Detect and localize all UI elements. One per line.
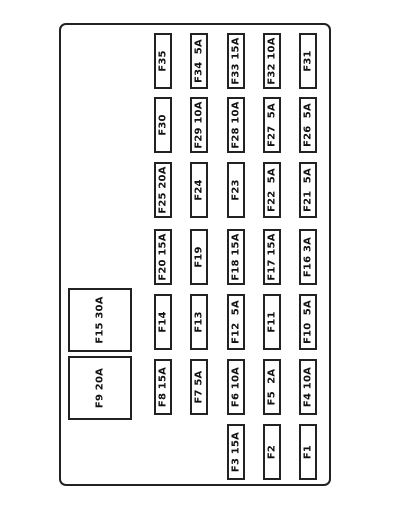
fuse: F20 15A	[154, 229, 172, 285]
fuse: F22 5A	[263, 162, 281, 218]
fuse-label: F21 5A	[302, 168, 314, 212]
fuse: F7 5A	[190, 359, 208, 415]
fuse-label: F1	[302, 444, 314, 460]
fuse: F19	[190, 229, 208, 285]
fuse: F6 10A	[227, 359, 245, 415]
fuse: F11	[263, 294, 281, 350]
fuse: F23	[227, 162, 245, 218]
fuse: F2	[263, 424, 281, 480]
fuse-label: F33 15A	[230, 37, 242, 85]
fuse-label: F23	[230, 179, 242, 201]
fuse: F16 3A	[299, 229, 317, 285]
fuse: F32 10A	[263, 33, 281, 89]
fuse-label: F13	[193, 311, 205, 333]
fuse: F14	[154, 294, 172, 350]
fuse-label: F14	[157, 311, 169, 333]
fuse-label: F16 3A	[302, 236, 314, 278]
fuse: F5 2A	[263, 359, 281, 415]
fuse: F24	[190, 162, 208, 218]
fuse: F26 5A	[299, 97, 317, 153]
fuse-label: F24	[193, 179, 205, 201]
fuse-label: F34 5A	[193, 39, 205, 83]
fuse: F33 15A	[227, 33, 245, 89]
fuse-label: F30	[157, 114, 169, 136]
fuse-label: F20 15A	[157, 233, 169, 281]
fuse: F4 10A	[299, 359, 317, 415]
fuse: F30	[154, 97, 172, 153]
fuse: F27 5A	[263, 97, 281, 153]
fuse: F1	[299, 424, 317, 480]
fuse: F21 5A	[299, 162, 317, 218]
fuse: F29 10A	[190, 97, 208, 153]
fuse: F18 15A	[227, 229, 245, 285]
fuse-label: F28 10A	[230, 101, 242, 149]
fuse-label: F25 20A	[157, 166, 169, 214]
fuse-label: F15 30A	[94, 296, 106, 344]
fuse-label: F22 5A	[266, 168, 278, 212]
fuse-label: F32 10A	[266, 37, 278, 85]
fuse: F31	[299, 33, 317, 89]
fuse: F34 5A	[190, 33, 208, 89]
fuse-label: F29 10A	[193, 101, 205, 149]
fuse: F25 20A	[154, 162, 172, 218]
fuse-label: F19	[193, 246, 205, 268]
fuse-label: F10 5A	[302, 300, 314, 344]
fuse-label: F18 15A	[230, 233, 242, 281]
fuse-label: F2	[266, 444, 278, 460]
fuse-label: F12 5A	[230, 300, 242, 344]
fuse-label: F3 15A	[230, 431, 242, 473]
fuse: F12 5A	[227, 294, 245, 350]
fuse-label: F17 15A	[266, 233, 278, 281]
fuse-label: F5 2A	[266, 368, 278, 406]
fuse: F13	[190, 294, 208, 350]
fuse: F35	[154, 33, 172, 89]
fuse-label: F31	[302, 50, 314, 72]
fuse-large: F15 30A	[68, 288, 132, 352]
fuse-label: F35	[157, 50, 169, 72]
fuse: F3 15A	[227, 424, 245, 480]
fuse: F8 15A	[154, 359, 172, 415]
fuse: F28 10A	[227, 97, 245, 153]
fuse-label: F7 5A	[193, 370, 205, 404]
fuse-label: F27 5A	[266, 103, 278, 147]
fuse-label: F6 10A	[230, 366, 242, 408]
fuse-label: F8 15A	[157, 366, 169, 408]
fuse-label: F9 20A	[94, 367, 106, 409]
fuse-large: F9 20A	[68, 356, 132, 420]
fuse: F10 5A	[299, 294, 317, 350]
fuse-label: F11	[266, 311, 278, 333]
fuse: F17 15A	[263, 229, 281, 285]
fuse-label: F4 10A	[302, 366, 314, 408]
fuse-label: F26 5A	[302, 103, 314, 147]
